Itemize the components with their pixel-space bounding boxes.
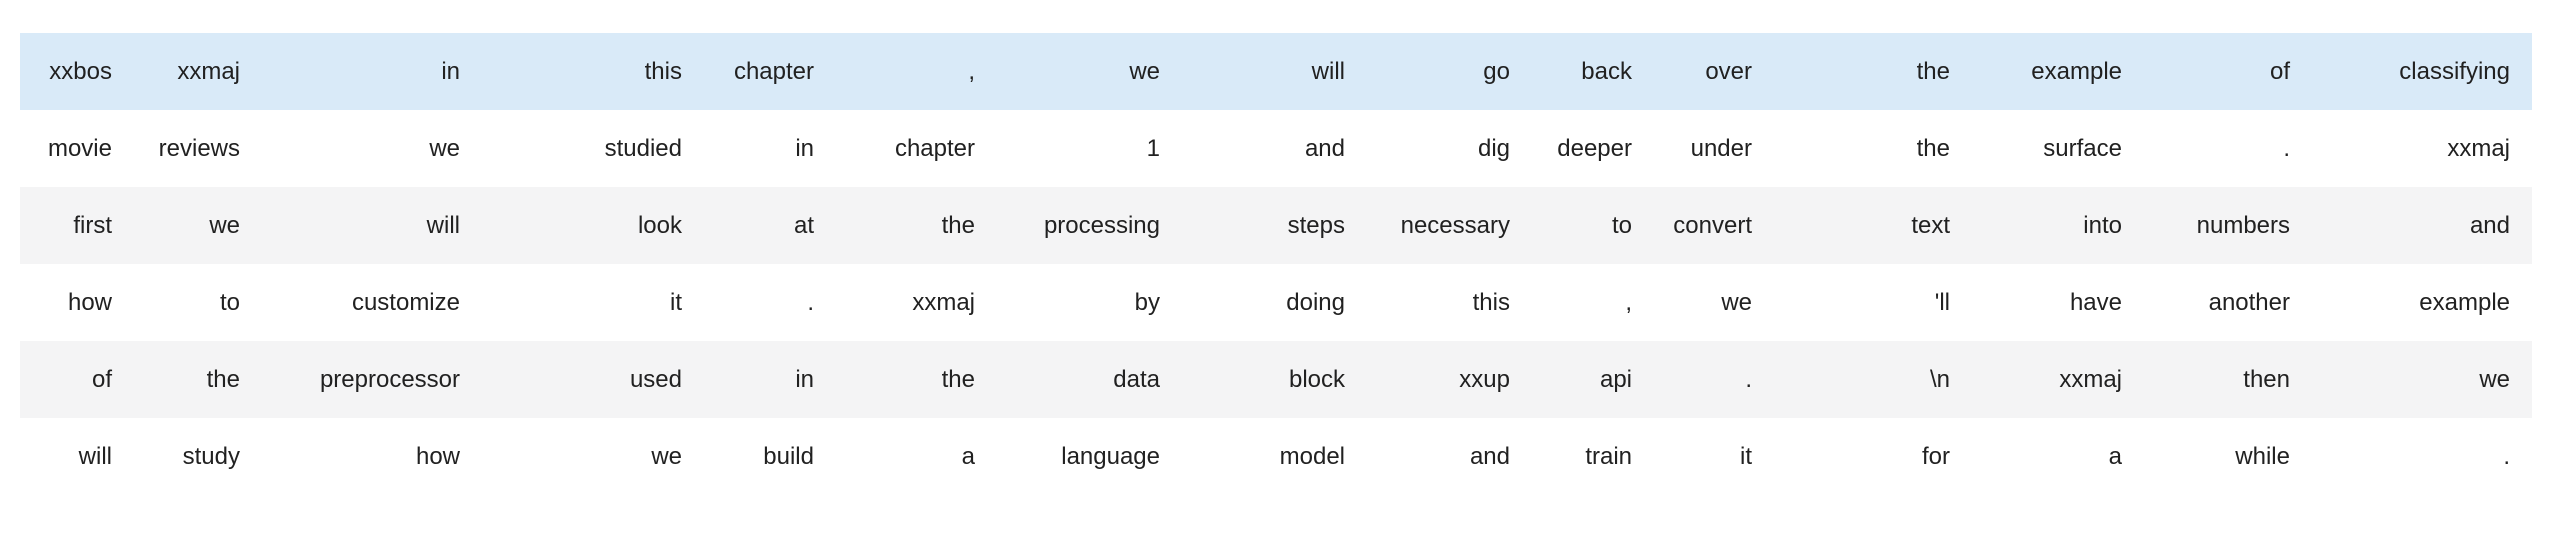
- token-cell: by: [997, 264, 1182, 341]
- token-cell: the: [836, 187, 997, 264]
- token-cell: this: [1367, 264, 1532, 341]
- token-cell: a: [836, 418, 997, 495]
- token-cell: we: [2312, 341, 2532, 418]
- token-cell: steps: [1182, 187, 1367, 264]
- token-cell: and: [2312, 187, 2532, 264]
- token-cell: used: [482, 341, 704, 418]
- token-cell: it: [1654, 418, 1774, 495]
- token-cell: classifying: [2312, 33, 2532, 110]
- token-cell: look: [482, 187, 704, 264]
- token-cell: surface: [1972, 110, 2144, 187]
- token-cell: xxmaj: [1972, 341, 2144, 418]
- token-cell: the: [1774, 110, 1972, 187]
- token-cell: xxup: [1367, 341, 1532, 418]
- token-cell: build: [704, 418, 836, 495]
- token-cell: language: [997, 418, 1182, 495]
- token-cell: a: [1972, 418, 2144, 495]
- token-cell: api: [1532, 341, 1654, 418]
- token-cell: .: [2312, 418, 2532, 495]
- token-cell: block: [1182, 341, 1367, 418]
- token-cell: necessary: [1367, 187, 1532, 264]
- token-cell: to: [134, 264, 262, 341]
- token-cell: will: [262, 187, 482, 264]
- token-cell: we: [997, 33, 1182, 110]
- token-cell: in: [262, 33, 482, 110]
- token-cell: go: [1367, 33, 1532, 110]
- token-cell: .: [704, 264, 836, 341]
- token-cell: movie: [20, 110, 134, 187]
- token-cell: to: [1532, 187, 1654, 264]
- token-cell: xxmaj: [134, 33, 262, 110]
- token-cell: model: [1182, 418, 1367, 495]
- token-cell: we: [262, 110, 482, 187]
- token-cell: 1: [997, 110, 1182, 187]
- token-cell: \n: [1774, 341, 1972, 418]
- token-cell: example: [1972, 33, 2144, 110]
- token-cell: processing: [997, 187, 1182, 264]
- token-cell: example: [2312, 264, 2532, 341]
- token-cell: in: [704, 110, 836, 187]
- token-cell: how: [20, 264, 134, 341]
- token-cell: under: [1654, 110, 1774, 187]
- token-cell: the: [134, 341, 262, 418]
- token-cell: reviews: [134, 110, 262, 187]
- token-cell: back: [1532, 33, 1654, 110]
- token-cell: we: [1654, 264, 1774, 341]
- token-cell: at: [704, 187, 836, 264]
- token-cell: doing: [1182, 264, 1367, 341]
- token-cell: customize: [262, 264, 482, 341]
- token-cell: xxbos: [20, 33, 134, 110]
- token-cell: we: [134, 187, 262, 264]
- token-cell: for: [1774, 418, 1972, 495]
- token-cell: of: [20, 341, 134, 418]
- token-cell: numbers: [2144, 187, 2312, 264]
- token-cell: and: [1182, 110, 1367, 187]
- token-cell: ,: [1532, 264, 1654, 341]
- token-cell: preprocessor: [262, 341, 482, 418]
- token-cell: the: [836, 341, 997, 418]
- token-cell: we: [482, 418, 704, 495]
- token-cell: it: [482, 264, 704, 341]
- token-cell: chapter: [836, 110, 997, 187]
- token-cell: over: [1654, 33, 1774, 110]
- token-cell: and: [1367, 418, 1532, 495]
- token-cell: study: [134, 418, 262, 495]
- token-cell: 'll: [1774, 264, 1972, 341]
- token-cell: into: [1972, 187, 2144, 264]
- token-cell: the: [1774, 33, 1972, 110]
- token-cell: how: [262, 418, 482, 495]
- token-cell: then: [2144, 341, 2312, 418]
- token-cell: data: [997, 341, 1182, 418]
- token-cell: .: [1654, 341, 1774, 418]
- token-cell: ,: [836, 33, 997, 110]
- token-cell: in: [704, 341, 836, 418]
- token-cell: chapter: [704, 33, 836, 110]
- token-cell: xxmaj: [2312, 110, 2532, 187]
- token-cell: deeper: [1532, 110, 1654, 187]
- token-cell: convert: [1654, 187, 1774, 264]
- token-cell: this: [482, 33, 704, 110]
- token-cell: will: [20, 418, 134, 495]
- token-cell: dig: [1367, 110, 1532, 187]
- token-cell: train: [1532, 418, 1654, 495]
- token-cell: will: [1182, 33, 1367, 110]
- token-cell: while: [2144, 418, 2312, 495]
- token-cell: another: [2144, 264, 2312, 341]
- token-cell: first: [20, 187, 134, 264]
- token-cell: of: [2144, 33, 2312, 110]
- token-cell: have: [1972, 264, 2144, 341]
- token-cell: .: [2144, 110, 2312, 187]
- token-cell: text: [1774, 187, 1972, 264]
- token-cell: xxmaj: [836, 264, 997, 341]
- token-cell: studied: [482, 110, 704, 187]
